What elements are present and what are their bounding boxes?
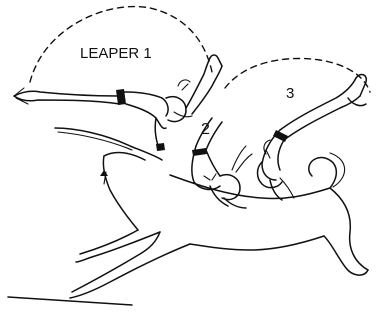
label-leaper-3: 3 (286, 85, 294, 102)
leaper-3-figure (258, 75, 367, 200)
leaper-1-figure (14, 55, 222, 151)
bull-figure (55, 128, 368, 298)
trajectory-arc-leaper-2 (225, 58, 370, 92)
label-leaper-1: LEAPER 1 (80, 45, 152, 62)
